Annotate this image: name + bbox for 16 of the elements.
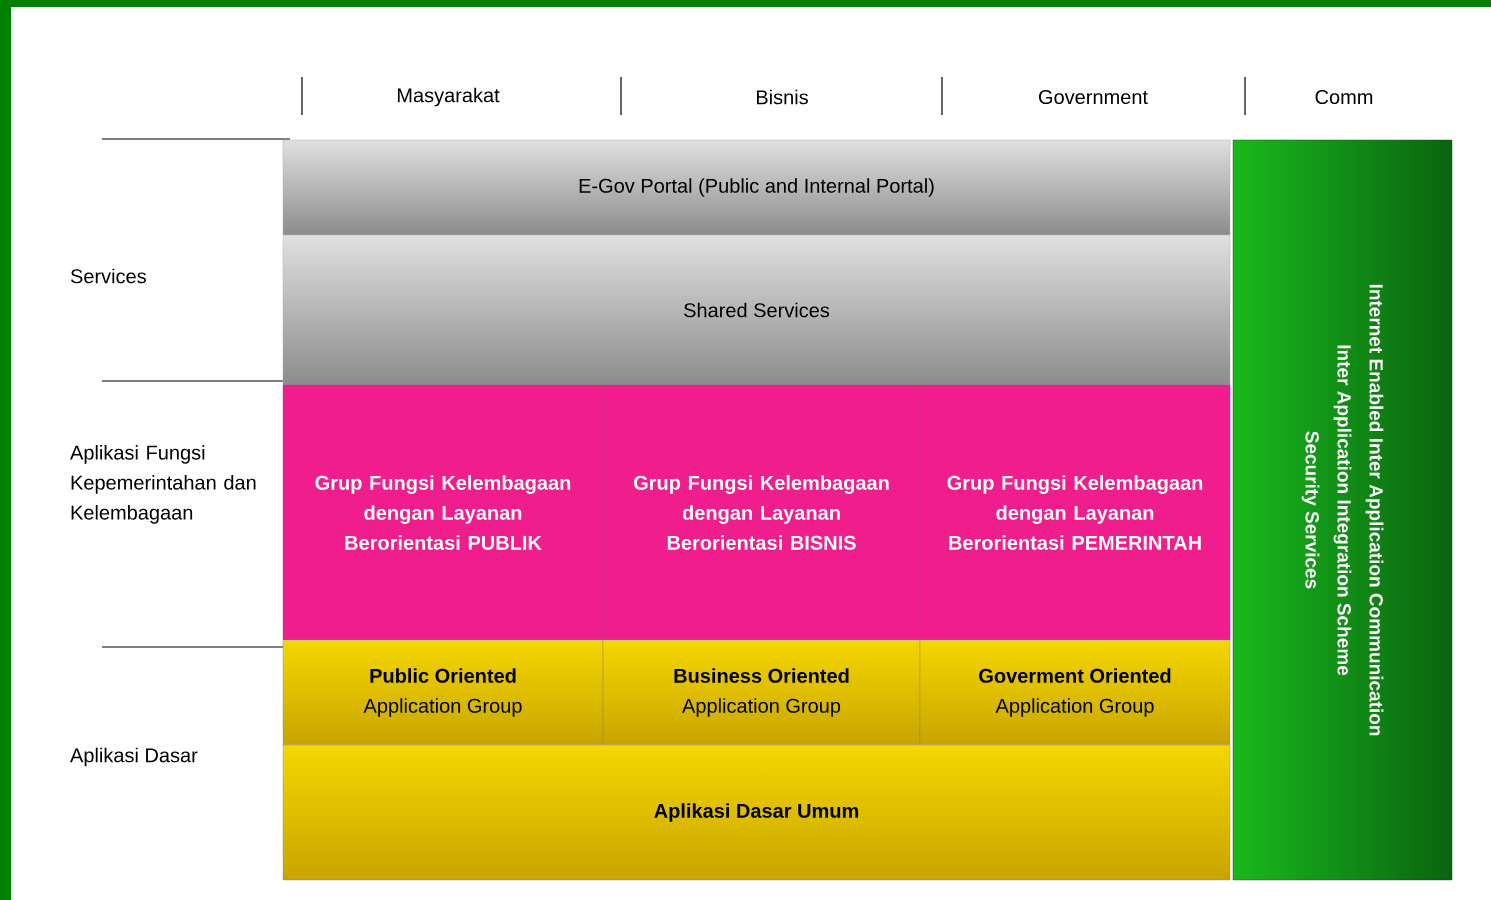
column-header: Government <box>1039 89 1148 105</box>
group-box: Grup Fungsi Kelembagaan dengan Layanan Berorientasi PUBLIK <box>282 384 604 641</box>
row-label: Aplikasi Dasar <box>70 747 198 767</box>
row-label: Aplikasi Fungsi Kepemerintahan dan Kelembagaan <box>70 445 256 524</box>
layer-band: Shared Services <box>282 234 1231 386</box>
group-box: Grup Fungsi Kelembagaan dengan Layanan Berorientasi PEMERINTAH <box>919 384 1231 641</box>
column-header: Comm <box>1315 89 1373 105</box>
row-label: Services <box>70 268 146 284</box>
layer-band: E-Gov Portal (Public and Internal Portal) <box>282 139 1231 236</box>
column-header: Bisnis <box>757 89 808 105</box>
group-box: Grup Fungsi Kelembagaan dengan Layanan Berorientasi BISNIS <box>602 384 921 641</box>
side-column: Internet Enabled Inter Application Communication Inter Application Integration Scheme Security Services <box>1232 139 1453 881</box>
application-box: Public Oriented Application Group <box>282 639 604 746</box>
column-header: Masyarakat <box>397 87 500 107</box>
application-box: Goverment Oriented Application Group <box>919 639 1231 746</box>
application-box: Business Oriented Application Group <box>602 639 921 746</box>
